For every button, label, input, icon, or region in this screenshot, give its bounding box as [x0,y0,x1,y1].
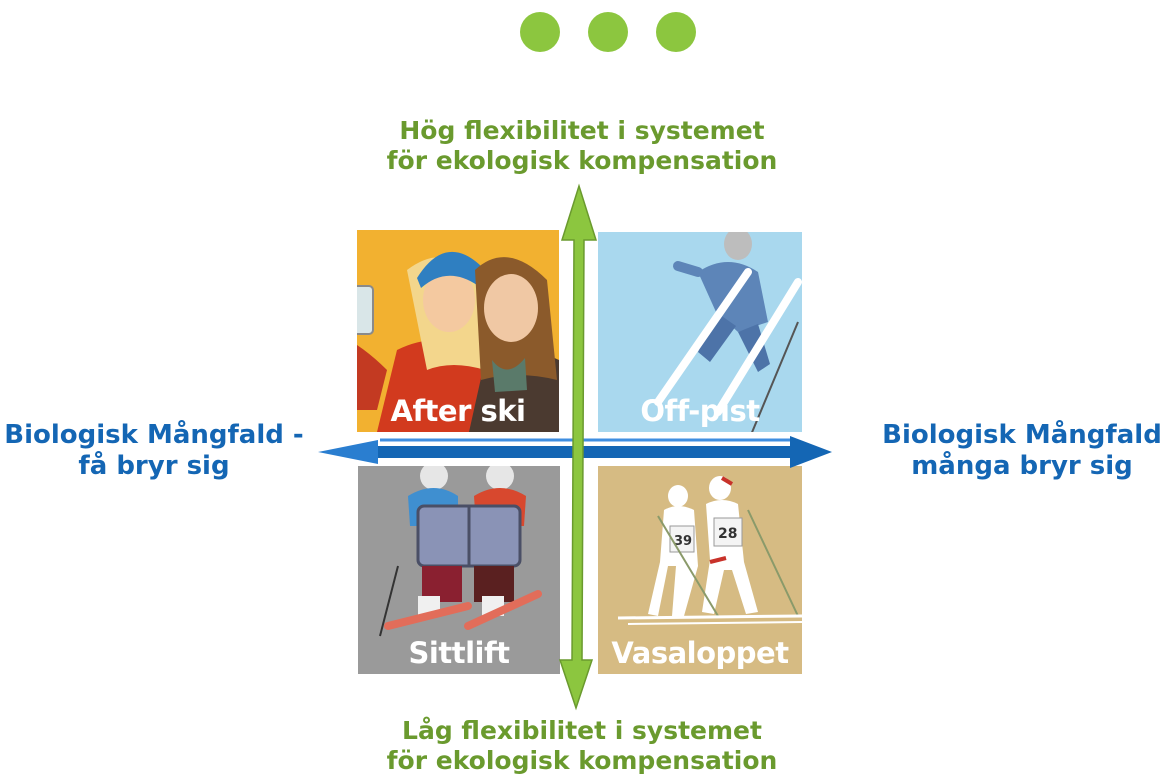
quadrant-label-after-ski: After ski [390,394,526,428]
green-dot-1 [520,12,560,52]
axis-label-top-line2: för ekologisk kompensation [386,146,778,175]
friends-with-drink-illustration [357,251,559,432]
quadrant-after-ski: After ski [357,230,559,432]
quadrant-sittlift: Sittlift [358,466,560,674]
chairlift-riders-illustration [379,466,542,637]
axis-label-left-line1: Biologisk Mångfald - [4,420,304,450]
freeride-skier-illustration [654,232,802,432]
axis-label-left: Biologisk Mångfald - få bryr sig [4,420,304,482]
quadrant-label-off-pist: Off-pist [640,394,760,428]
vertical-axis-arrow [558,183,598,711]
green-dot-3 [656,12,696,52]
quadrant-vasaloppet: 39 28 Vasaloppet [598,466,802,674]
axis-label-bottom-line2: för ekologisk kompensation [386,746,778,775]
axis-label-top-line1: Hög flexibilitet i systemet [399,116,765,145]
axis-label-bottom-line1: Låg flexibilitet i systemet [402,716,762,745]
horizontal-axis-arrow [318,436,832,468]
axis-label-bottom: Låg flexibilitet i systemet för ekologis… [332,716,832,776]
quadrant-off-pist: Off-pist [598,232,802,432]
axis-label-right: Biologisk Mångfald många bryr sig [872,420,1164,482]
axis-label-right-line1: Biologisk Mångfald [882,420,1162,450]
cross-country-skiers-illustration: 39 28 [617,476,802,625]
axis-label-left-line2: få bryr sig [78,451,230,482]
axis-label-top: Hög flexibilitet i systemet för ekologis… [332,116,832,176]
quadrant-label-sittlift: Sittlift [408,636,510,670]
bib-number-left: 39 [674,534,692,549]
header-dots [0,12,1164,52]
green-dot-2 [588,12,628,52]
quadrant-label-vasaloppet: Vasaloppet [611,636,789,670]
axis-label-right-line2: många bryr sig [911,451,1133,482]
bib-number-right: 28 [718,526,737,542]
